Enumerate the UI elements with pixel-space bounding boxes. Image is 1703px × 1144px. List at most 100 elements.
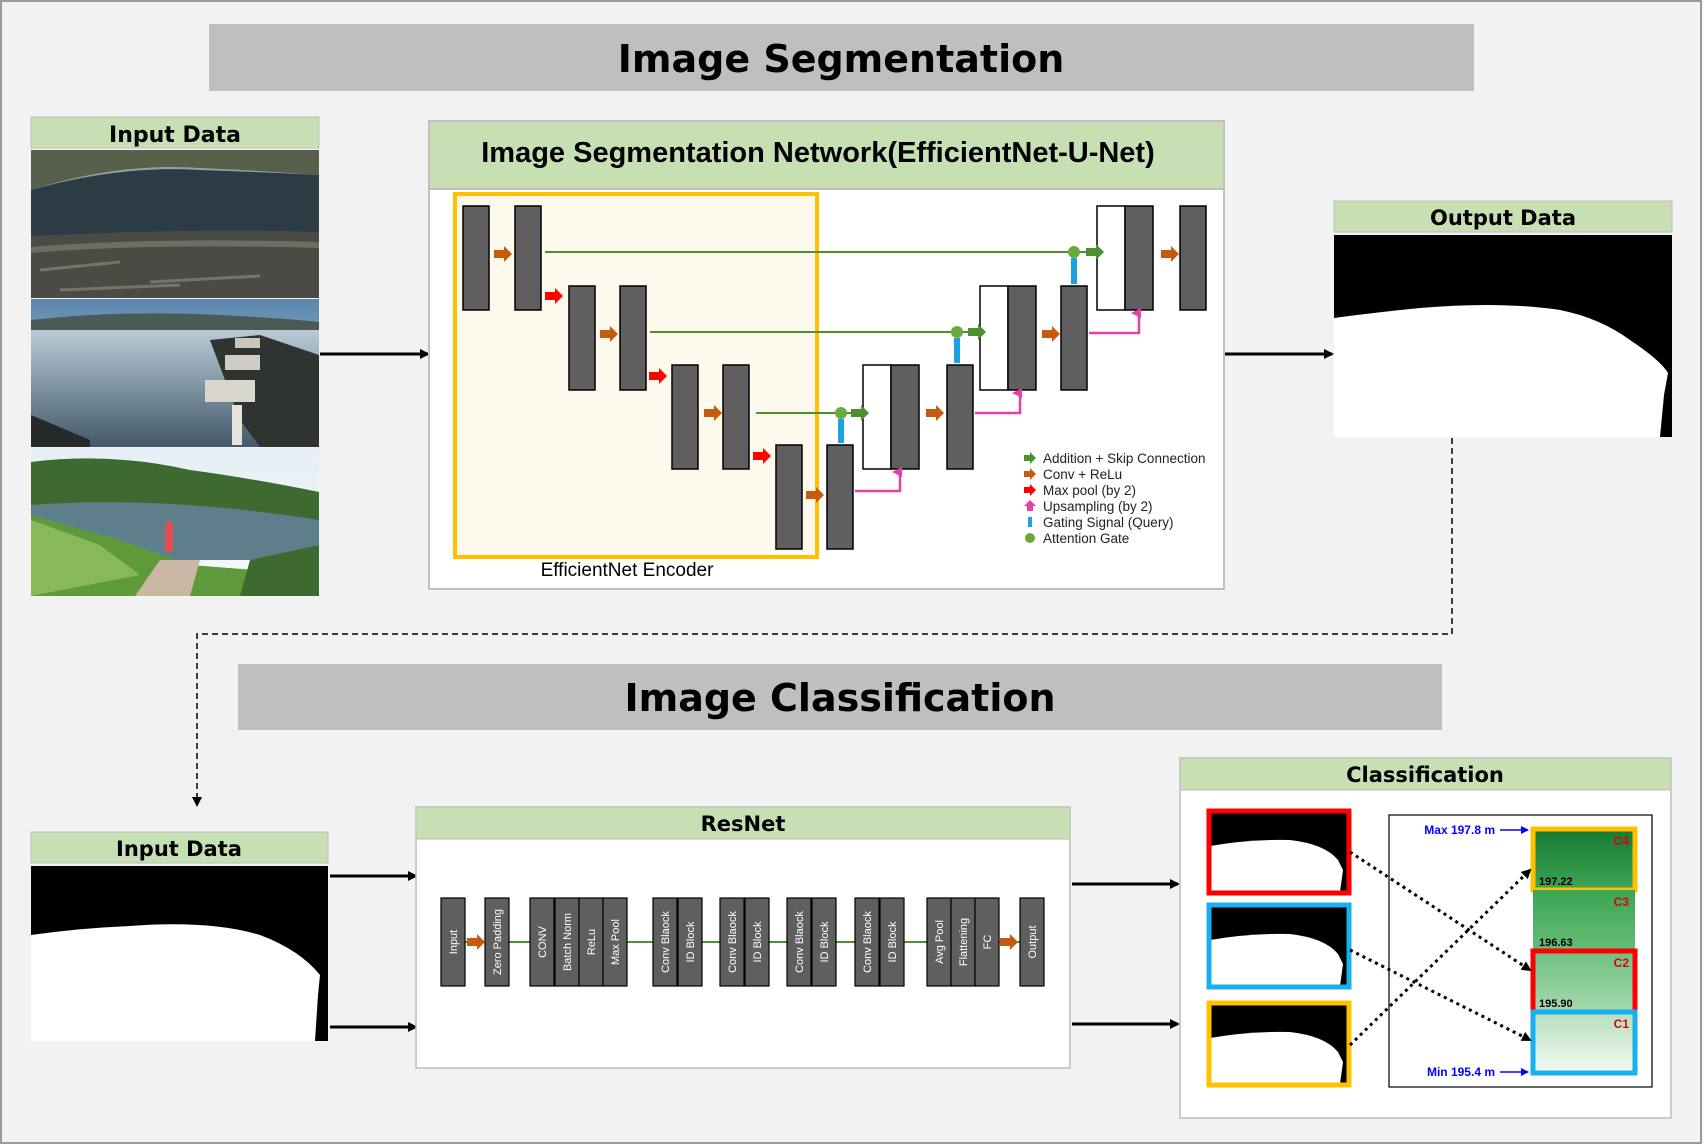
class-name: C2 — [1614, 956, 1630, 970]
decoder-block — [1179, 205, 1207, 311]
input-photo-3 — [31, 448, 319, 596]
class-level-fill — [1533, 890, 1635, 951]
resnet-layer-label: Conv Blaock — [727, 911, 739, 973]
resnet-layer: Conv Blaock — [786, 897, 812, 987]
encoder-block — [568, 285, 596, 391]
decoder-block — [1124, 205, 1154, 311]
conv-relu-arrow-icon — [1161, 246, 1179, 262]
input-photo-2 — [31, 299, 319, 447]
attention-gate-icon — [1025, 533, 1035, 543]
upsampling-arrow — [1089, 308, 1141, 335]
thumbnail-frame — [1206, 1000, 1352, 1088]
class-name: C3 — [1614, 895, 1630, 909]
resnet-layer-block — [578, 897, 604, 987]
resnet-layer-block — [974, 897, 1000, 987]
class-level-frame — [1530, 1009, 1638, 1076]
class-assignment-link — [1349, 850, 1532, 972]
class-level-c1: C1 — [1530, 1009, 1638, 1076]
resnet-layer: Output — [1019, 897, 1045, 987]
resnet-layer: Max Pool — [602, 897, 628, 987]
legend-label: Max pool (by 2) — [1043, 483, 1136, 498]
class-assignment-links — [1348, 850, 1532, 1047]
resnet-layer-label: Input — [448, 930, 460, 954]
resnet-layer-label: ID Block — [685, 921, 697, 962]
resnet-layer-label: Conv Blaock — [794, 911, 806, 973]
concat-block — [1096, 205, 1126, 311]
seg-input-header — [30, 116, 320, 149]
resnet-layer-label: Conv Blaock — [862, 911, 874, 973]
classification-banner — [238, 664, 1442, 730]
legend-label: Conv + ReLu — [1043, 467, 1122, 482]
resnet-layer: Conv Blaock — [652, 897, 678, 987]
resnet-layer-block — [529, 897, 555, 987]
resnet-layer-block — [811, 897, 837, 987]
resnet-layer-label: Flattening — [958, 918, 970, 966]
resnet-layer-label: Conv Blaock — [660, 911, 672, 973]
resnet-layer-block — [440, 897, 466, 987]
resnet-layer-block — [950, 897, 976, 987]
resnet-layer-block — [744, 897, 770, 987]
resnet-layer-block — [652, 897, 678, 987]
legend-label: Addition + Skip Connection — [1043, 451, 1205, 466]
class-level-c4: C4 197.22 — [1530, 826, 1638, 893]
resnet-layer-label: Batch Norm — [562, 913, 574, 971]
cls-input-panel: Input Data — [30, 831, 329, 1041]
class-assignment-link — [1349, 948, 1532, 1042]
seg-input-panel: Input Data — [30, 116, 320, 596]
bottleneck-block — [775, 444, 803, 550]
gating-signal-bar — [838, 419, 844, 443]
mask-thumbnail — [1206, 1000, 1352, 1088]
seg-network-header — [428, 120, 1225, 190]
attention-gate-icon — [1068, 246, 1080, 258]
resnet-layer-label: ReLu — [586, 929, 598, 955]
resnet-header — [415, 806, 1071, 840]
max-level-label: Max 197.8 m — [1424, 823, 1495, 837]
resnet-layer: ID Block — [811, 897, 837, 987]
seg-output-mask — [1334, 235, 1672, 437]
resnet-layer: Batch Norm — [554, 897, 580, 987]
resnet-layer: CONV — [529, 897, 555, 987]
encoder-block — [462, 205, 490, 311]
legend-label: Gating Signal (Query) — [1043, 515, 1174, 530]
resnet-layer-block — [677, 897, 703, 987]
resnet-layer-label: ID Block — [819, 921, 831, 962]
resnet-layer-label: ID Block — [752, 921, 764, 962]
resnet-layer-label: Output — [1027, 925, 1039, 958]
decoder-block — [946, 364, 974, 470]
encoder-label: EfficientNet Encoder — [541, 560, 715, 581]
seg-output-panel: Output Data — [1333, 200, 1673, 437]
resnet-layer: ID Block — [879, 897, 905, 987]
class-threshold-value: 197.22 — [1539, 876, 1573, 888]
seg-output-label: Output Data — [1430, 206, 1576, 230]
segmentation-section: Image Segmentation Input Data — [30, 24, 1673, 807]
conv-relu-arrow-icon — [600, 326, 618, 342]
encoder-block — [722, 364, 750, 470]
resnet-layer-block — [719, 897, 745, 987]
class-level-fill — [1533, 951, 1635, 1012]
resnet-layer: FC — [974, 897, 1000, 987]
legend-item: Upsampling (by 2) — [1024, 499, 1153, 514]
class-name: C4 — [1614, 834, 1630, 848]
legend-label: Attention Gate — [1043, 531, 1129, 546]
resnet-layer-label: CONV — [537, 925, 549, 957]
seg-network-panel: Image Segmentation Network(EfficientNet-… — [428, 120, 1225, 590]
conv-relu-arrow-icon — [704, 405, 722, 421]
class-level-fill — [1533, 1012, 1635, 1073]
input-photo-1 — [30, 150, 320, 298]
conv-relu-arrow-icon — [806, 487, 824, 503]
thumbnail-mask-shape — [1210, 933, 1343, 986]
right-arrow-icon — [1024, 484, 1036, 496]
resnet-layer: Input — [440, 897, 466, 987]
decoder-block — [1007, 285, 1037, 391]
bottleneck-block — [826, 444, 854, 550]
segmentation-title: Image Segmentation — [618, 37, 1065, 81]
classification-panel-title: Classification — [1346, 763, 1504, 787]
encoder-block — [514, 205, 542, 311]
maxpool-arrow-icon — [545, 288, 563, 304]
resnet-layer: Conv Blaock — [719, 897, 745, 987]
resnet-layer-block — [484, 897, 510, 987]
mask-thumbnail — [1206, 902, 1352, 990]
